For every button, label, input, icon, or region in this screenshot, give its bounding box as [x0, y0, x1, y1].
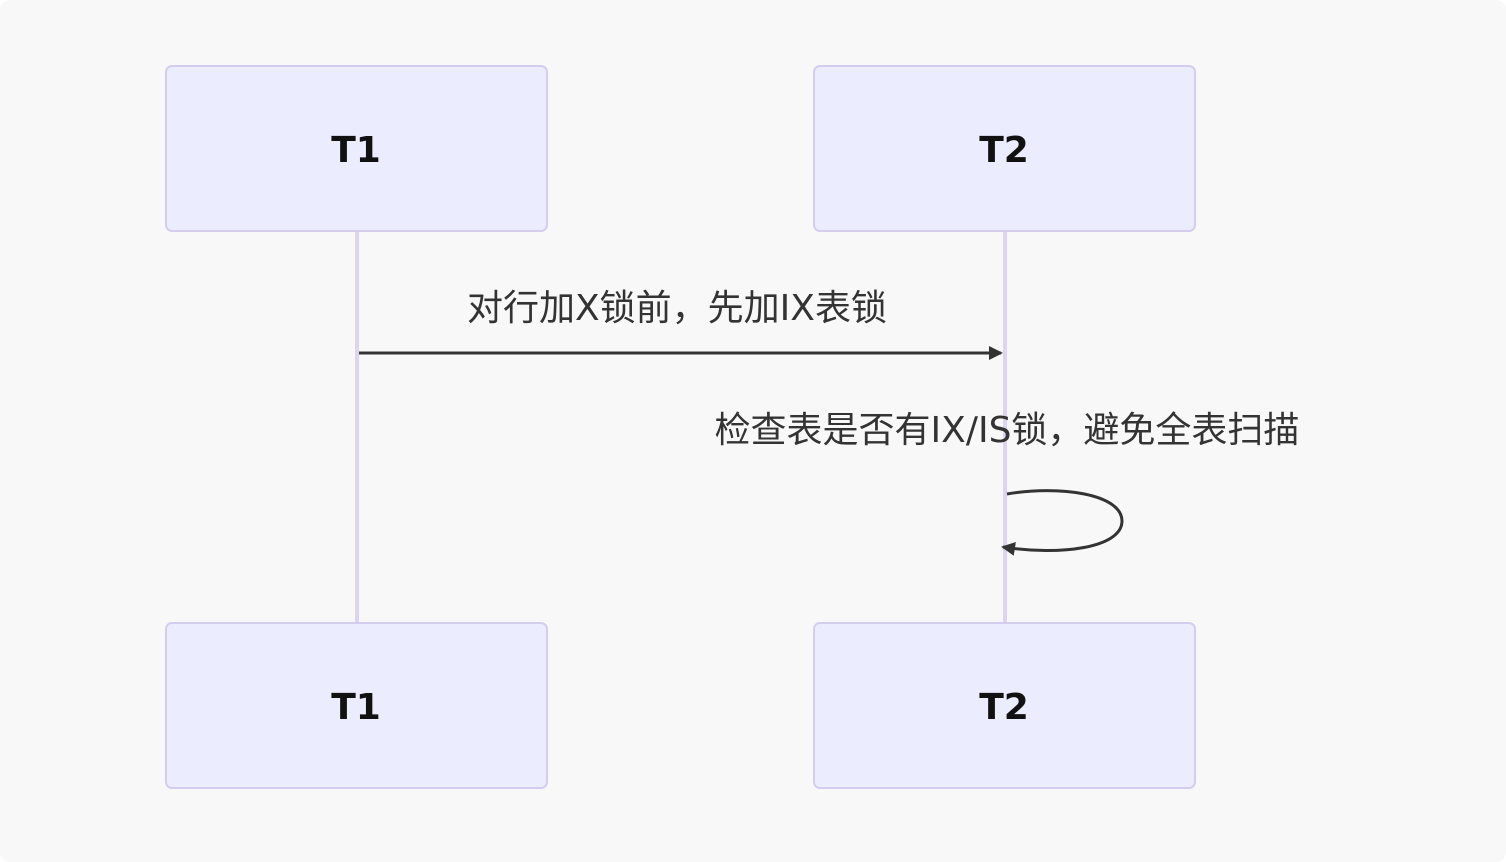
actor-label: T2: [979, 130, 1029, 171]
actor-box: [165, 65, 548, 232]
self-loop-arrow: [1001, 489, 1124, 556]
actor-box: [165, 622, 548, 789]
actor-label: T1: [331, 687, 381, 728]
actor-t2-top[interactable]: T2: [813, 65, 1196, 232]
message-t2-self: 检查表是否有IX/IS锁，避免全表扫描: [715, 410, 1300, 556]
actor-box: [813, 622, 1196, 789]
message-t1-to-t2: 对行加X锁前，先加IX表锁: [359, 288, 1003, 360]
actor-t2-bottom[interactable]: T2: [813, 622, 1196, 789]
message-label: 检查表是否有IX/IS锁，避免全表扫描: [715, 410, 1300, 451]
actor-t1-bottom[interactable]: T1: [165, 622, 548, 789]
message-label: 对行加X锁前，先加IX表锁: [467, 288, 887, 329]
actor-label: T1: [331, 130, 381, 171]
actor-box: [813, 65, 1196, 232]
actor-label: T2: [979, 687, 1029, 728]
actor-t1-top[interactable]: T1: [165, 65, 548, 232]
